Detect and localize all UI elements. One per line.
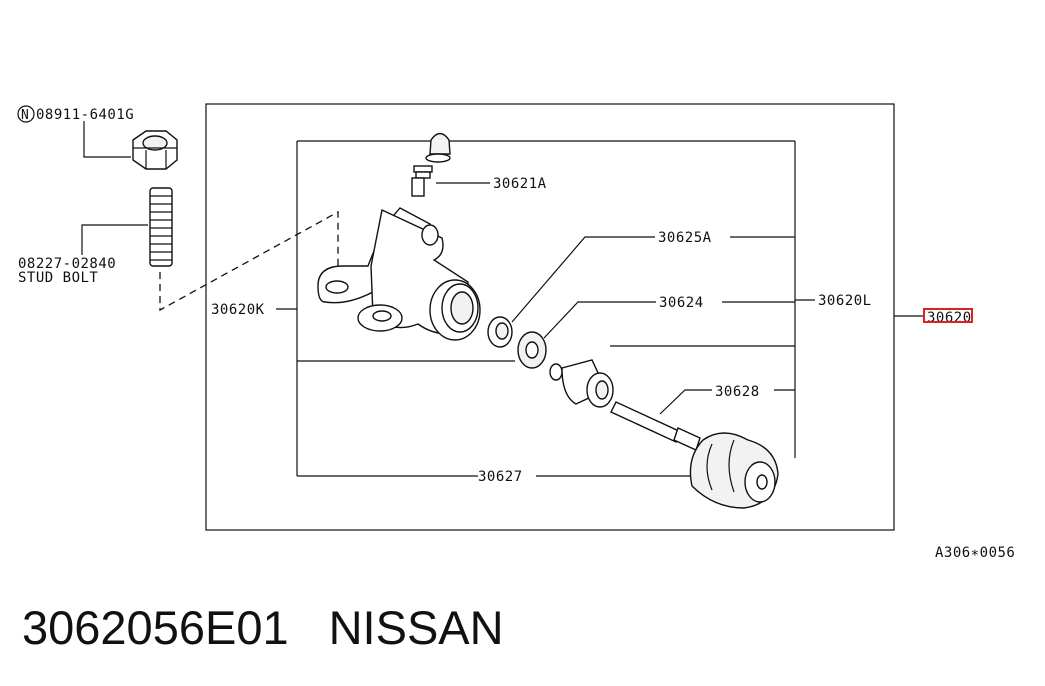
label-stud-bolt: STUD BOLT	[18, 270, 98, 286]
push-rod-30628: 30628	[610, 384, 795, 451]
label-30625a: 30625A	[658, 230, 712, 246]
part-number: 3062056E01	[22, 601, 289, 654]
label-30628: 30628	[715, 384, 760, 400]
brand-name: NISSAN	[328, 601, 504, 654]
label-30624: 30624	[659, 295, 704, 311]
assembly-30620: 30620	[894, 308, 973, 326]
seal-30625a: 30625A	[487, 230, 795, 348]
label-30620l: 30620L	[818, 293, 872, 309]
label-30620k: 30620K	[211, 302, 265, 318]
label-30621a: 30621A	[493, 176, 547, 192]
bleeder-screw-30621a: 30621A	[411, 132, 547, 197]
ring-30624: 30624	[517, 295, 795, 369]
reference-code: A306∗0056	[935, 545, 1015, 561]
boot-30627: 30627	[478, 432, 779, 509]
dashed-guide	[159, 210, 339, 312]
n-symbol-circle	[17, 105, 35, 123]
footer-caption: 3062056E01 NISSAN	[22, 596, 504, 660]
label-08227-02840: 08227-02840	[18, 256, 116, 272]
stud-bolt-08227-02840: 08227-02840 STUD BOLT	[18, 187, 173, 286]
piston	[549, 359, 614, 408]
n-symbol-text: N	[21, 108, 29, 123]
label-30620: 30620	[927, 310, 972, 326]
parts-diagram: N 08911-6401G 08227-02840 STUD BOLT 3062…	[17, 103, 1015, 561]
cylinder-body-30620k: 30620K	[211, 207, 481, 341]
highlight-box	[923, 308, 973, 323]
nut-08911-6401g: N 08911-6401G	[17, 105, 178, 170]
label-08911-6401g: 08911-6401G	[36, 107, 134, 123]
outer-frame	[205, 103, 895, 531]
label-30627: 30627	[478, 469, 523, 485]
